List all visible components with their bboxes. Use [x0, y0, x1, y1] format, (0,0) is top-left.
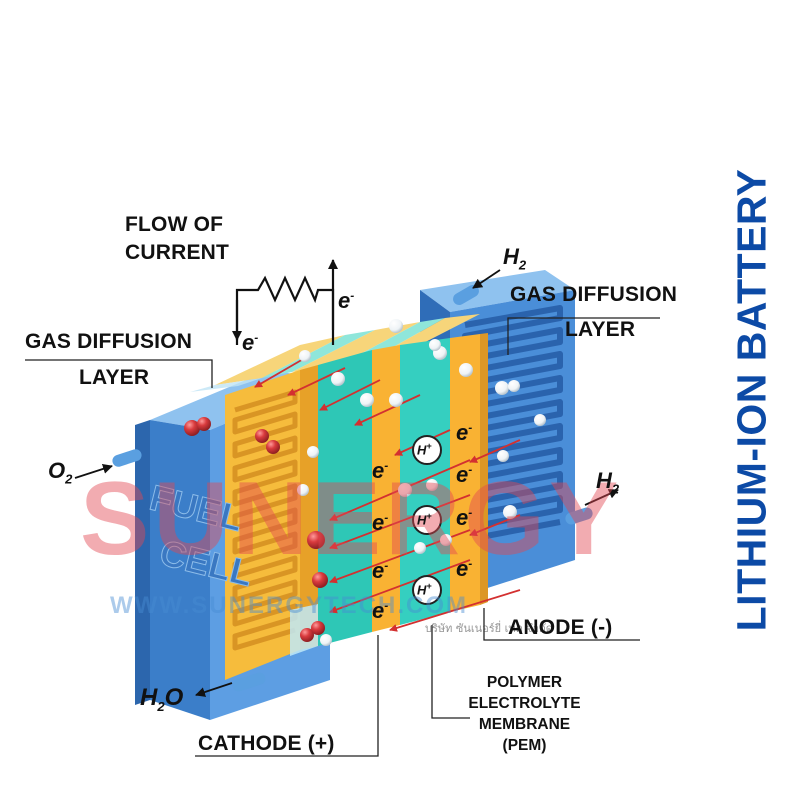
o2-inlet-pipe	[112, 449, 142, 467]
watermark-company: บริษัท ซันเนอร์ยี่ เทค จำกัด	[425, 622, 553, 635]
o2-in-arrow	[74, 464, 113, 479]
electron-label: e-	[456, 420, 473, 445]
h2-out-arrow	[584, 489, 619, 506]
electron-label: e-	[338, 288, 355, 313]
electron-label: e-	[456, 505, 473, 530]
flow-of-current-label-1: FLOW OF	[125, 213, 224, 236]
gas-diffusion-right-label-1: GAS DIFFUSION	[510, 283, 678, 306]
proton-badge	[412, 505, 442, 535]
h2-outlet-pipe	[565, 507, 593, 525]
proton-badge	[412, 435, 442, 465]
cathode-electrode	[372, 345, 400, 632]
pem-label-line2: ELECTROLYTE	[468, 695, 581, 712]
pem-membrane	[400, 338, 450, 625]
proton-badge	[412, 575, 442, 605]
oxygen-molecules	[184, 417, 328, 642]
electron-label: e-	[372, 510, 389, 535]
electron-label: e-	[456, 462, 473, 487]
cathode-label: CATHODE (+)	[198, 732, 335, 755]
h2o-outlet-label: H2O	[140, 684, 184, 714]
gas-diffusion-left-label-1: GAS DIFFUSION	[25, 330, 193, 353]
electron-label: e-	[372, 598, 389, 623]
anode-electrode	[450, 333, 488, 612]
gas-diffusion-right-label-2: LAYER	[565, 318, 636, 341]
h2-inlet-label: H2	[503, 244, 527, 273]
page-title: LITHIUM-ION BATTERY	[728, 168, 775, 632]
pem-label: POLYMER ELECTROLYTE MEMBRANE (PEM)	[462, 672, 587, 756]
watermark-url: WWW.SUNERGYTECH.COM	[110, 592, 468, 619]
watermark-brand: SUNERGY	[80, 461, 623, 577]
h2o-outlet-pipe	[232, 672, 266, 692]
pem-label-line3: MEMBRANE	[478, 716, 571, 733]
external-circuit	[232, 259, 338, 345]
hydrogen-molecules	[297, 319, 546, 646]
proton-label: H+	[417, 441, 432, 458]
h2-outlet-label: H2	[596, 468, 620, 497]
gas-diffusion-left-label-2: LAYER	[79, 366, 150, 389]
h2-inlet-pipe	[453, 285, 479, 305]
anode-label: ANODE (-)	[508, 616, 613, 639]
leader-lines	[25, 317, 660, 757]
proton-badges	[412, 435, 442, 605]
electron-label: e-	[242, 330, 259, 355]
pem-label-line4: (PEM)	[502, 737, 547, 754]
o2-inlet-label: O2	[48, 458, 73, 487]
electron-label: e-	[456, 556, 473, 581]
electron-label: e-	[372, 558, 389, 583]
h2o-out-arrow	[195, 682, 233, 697]
electron-label: e-	[372, 458, 389, 483]
proton-label: H+	[417, 581, 432, 598]
flow-of-current-label-2: CURRENT	[125, 241, 230, 264]
h2-in-arrow	[472, 269, 501, 289]
gas-flow-arrows	[74, 269, 619, 697]
proton-label: H+	[417, 511, 432, 528]
pem-label-line1: POLYMER	[486, 674, 563, 691]
